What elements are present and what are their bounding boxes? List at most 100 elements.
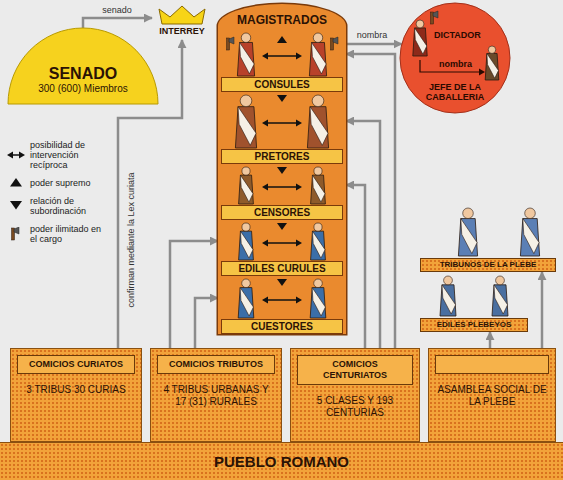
legend-text: poder ilimitado en el cargo bbox=[30, 224, 102, 244]
drawing-part bbox=[262, 240, 268, 247]
node-title: CONSULES bbox=[222, 78, 342, 91]
connector-arrow bbox=[489, 332, 492, 348]
drawing-part bbox=[240, 231, 253, 258]
senate-semicircle: SENADO300 (600) Miembros bbox=[8, 28, 158, 104]
drawing-part bbox=[242, 167, 250, 175]
drawing-part bbox=[313, 33, 322, 42]
edge-label: senado bbox=[100, 5, 134, 16]
legend-entry: relación de subordinación bbox=[6, 196, 102, 216]
drawing-part bbox=[262, 53, 268, 60]
drawing-part bbox=[262, 297, 268, 304]
drawing-part bbox=[314, 279, 323, 288]
drawing-part bbox=[420, 60, 479, 72]
interrey-crown: INTERREY bbox=[152, 4, 212, 40]
magistrate-band: CUESTORES bbox=[218, 276, 346, 334]
drawing-part bbox=[310, 107, 328, 146]
magistrate-band: CENSORES bbox=[218, 164, 346, 220]
dictator-circle: DICTADORnombraJEFE DE LA CABALLERIA bbox=[399, 2, 511, 114]
assembly-box: ASAMBLEA SOCIAL DE LA PLEBE bbox=[428, 348, 556, 442]
node-title: COMICIOS CURIATOS bbox=[17, 355, 135, 374]
legend-entry: poder ilimitado en el cargo bbox=[6, 224, 102, 244]
plebeian-platform: EDILES PLEBEYOS bbox=[420, 318, 528, 332]
node-title: TRIBUNOS DE LA PLEBE bbox=[421, 259, 555, 271]
drawing-part bbox=[492, 285, 508, 316]
drawing-part bbox=[241, 33, 250, 42]
assembly-box: COMICIOS TRIBUTOS 4 TRIBUS URBANAS Y 17 (… bbox=[150, 348, 282, 442]
drawing-part bbox=[19, 152, 25, 159]
drawing-part bbox=[277, 167, 287, 174]
legend-symbol bbox=[6, 176, 26, 190]
legend-entry: poder supremo bbox=[6, 178, 102, 188]
drawing-part bbox=[277, 95, 287, 102]
legend-symbol bbox=[6, 148, 26, 162]
node-title: EDILES PLEBEYOS bbox=[421, 319, 527, 331]
drawing-part bbox=[312, 42, 327, 73]
drawing-part bbox=[240, 175, 253, 202]
drawing-part bbox=[309, 42, 326, 76]
magistrate-band: EDILES CURULES bbox=[218, 220, 346, 276]
drawing-part bbox=[242, 279, 251, 288]
drawing-part bbox=[485, 53, 499, 80]
drawing-part bbox=[240, 42, 255, 73]
drawing-part bbox=[296, 184, 302, 191]
drawing-part bbox=[494, 285, 508, 314]
drawing-part bbox=[239, 231, 254, 260]
drawing-part bbox=[266, 55, 298, 57]
node-text: 300 (600) Miembros bbox=[38, 83, 127, 95]
drawing-part bbox=[266, 186, 298, 188]
legend-text: posibilidad de intervención recíproca bbox=[30, 140, 102, 170]
drawing-part bbox=[277, 36, 287, 43]
node-title: PRETORES bbox=[222, 150, 342, 163]
node-title: CUESTORES bbox=[222, 320, 342, 333]
node-text: 5 CLASES Y 193 CENTURIAS bbox=[291, 395, 419, 419]
drawing-part bbox=[239, 175, 254, 204]
node-title: CENSORES bbox=[222, 206, 342, 219]
legend-text: relación de subordinación bbox=[30, 196, 102, 216]
drawing-part bbox=[310, 288, 326, 318]
magistrates-column: CONSULES PRETORES CENSORESEDILES CURULES CU… bbox=[218, 4, 346, 334]
drawing-part bbox=[442, 285, 456, 314]
drawing-part bbox=[413, 28, 427, 56]
shape-outline bbox=[218, 4, 346, 334]
drawing-part bbox=[266, 242, 298, 244]
drawing-part bbox=[488, 46, 495, 53]
drawing-part bbox=[496, 276, 505, 285]
connector-arrow bbox=[541, 272, 544, 348]
drawing-part bbox=[277, 279, 287, 286]
drawing-part bbox=[296, 53, 302, 60]
drawing-part bbox=[312, 95, 324, 107]
drawing-part bbox=[479, 69, 485, 76]
drawing-part bbox=[8, 28, 158, 104]
legend-entry: posibilidad de intervención recíproca bbox=[6, 140, 102, 170]
connector-arrow bbox=[170, 241, 218, 348]
drawing-part bbox=[296, 120, 302, 127]
drawing-part bbox=[238, 107, 256, 146]
legend-symbol bbox=[6, 199, 26, 213]
drawing-part bbox=[523, 219, 539, 254]
connector-arrow bbox=[83, 18, 152, 28]
drawing-part bbox=[296, 297, 302, 304]
drawing-part bbox=[159, 6, 205, 24]
node-title: SENADO bbox=[49, 64, 117, 83]
drawing-part bbox=[240, 288, 253, 316]
node-title: COMICIOS TRIBUTOS bbox=[157, 355, 275, 374]
drawing-part bbox=[262, 120, 268, 127]
drawing-part bbox=[266, 122, 298, 124]
drawing-part bbox=[235, 107, 256, 148]
drawing-part bbox=[311, 175, 326, 204]
edge-label: confirman mediante la Lex curiata bbox=[126, 170, 137, 309]
node-title: PUEBLO ROMANO bbox=[0, 443, 563, 480]
connector-arrow bbox=[195, 298, 218, 348]
drawing-part bbox=[237, 42, 254, 76]
node-text: 4 TRIBUS URBANAS Y 17 (31) RURALES bbox=[151, 384, 281, 408]
drawing-part bbox=[433, 11, 438, 18]
drawing-part bbox=[440, 285, 456, 316]
node-title: ASAMBLEA SOCIAL DE LA PLEBE bbox=[429, 384, 555, 408]
drawing-part bbox=[415, 28, 427, 54]
drawing-part bbox=[444, 276, 453, 285]
drawing-part bbox=[400, 3, 510, 113]
drawing-part bbox=[277, 223, 287, 230]
drawing-part bbox=[314, 167, 322, 175]
drawing-part bbox=[240, 95, 252, 107]
